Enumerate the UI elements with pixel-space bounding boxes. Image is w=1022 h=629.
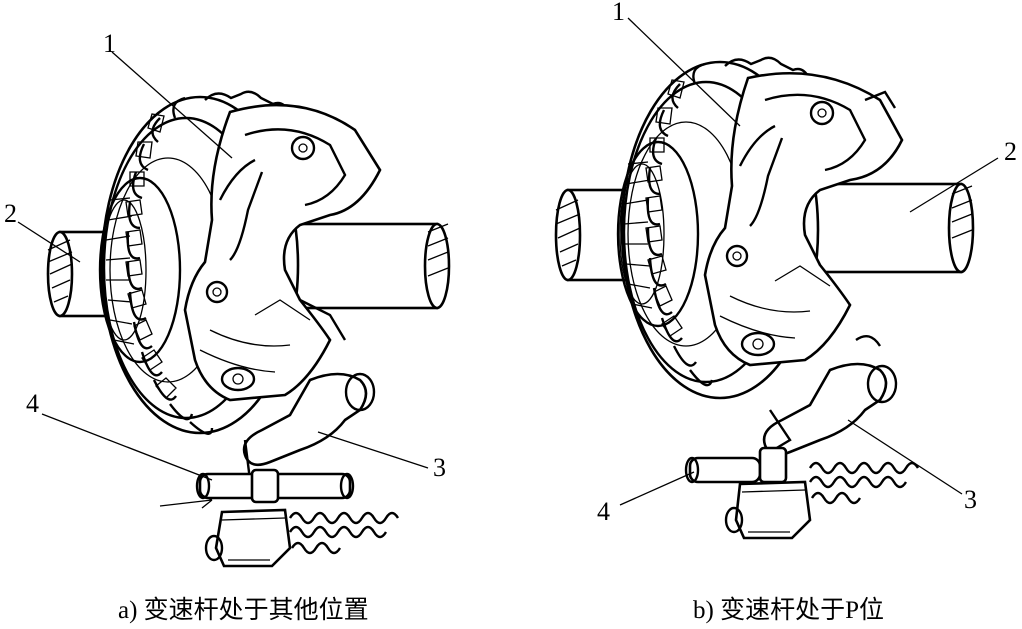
label-a-2: 2 [4,199,17,228]
label-b-3: 3 [964,485,977,514]
panel-a-drawing [17,51,451,568]
shaft-b [554,182,975,282]
pawl-lever-b [762,334,898,457]
label-b-2: 2 [1004,137,1017,166]
panel-b-drawing [554,17,999,540]
parking-rod-b [684,446,920,540]
parking-rod-a [159,468,400,568]
pawl-housing-b [703,72,904,367]
label-b-4: 4 [597,497,610,526]
caption-a: a) 变速杆处于其他位置 [118,597,369,624]
label-a-1: 1 [103,29,116,58]
label-a-4: 4 [26,389,39,418]
pawl-housing-a [183,103,382,402]
caption-b: b) 变速杆处于P位 [693,597,884,624]
label-a-3: 3 [433,453,446,482]
label-b-1: 1 [612,0,625,26]
